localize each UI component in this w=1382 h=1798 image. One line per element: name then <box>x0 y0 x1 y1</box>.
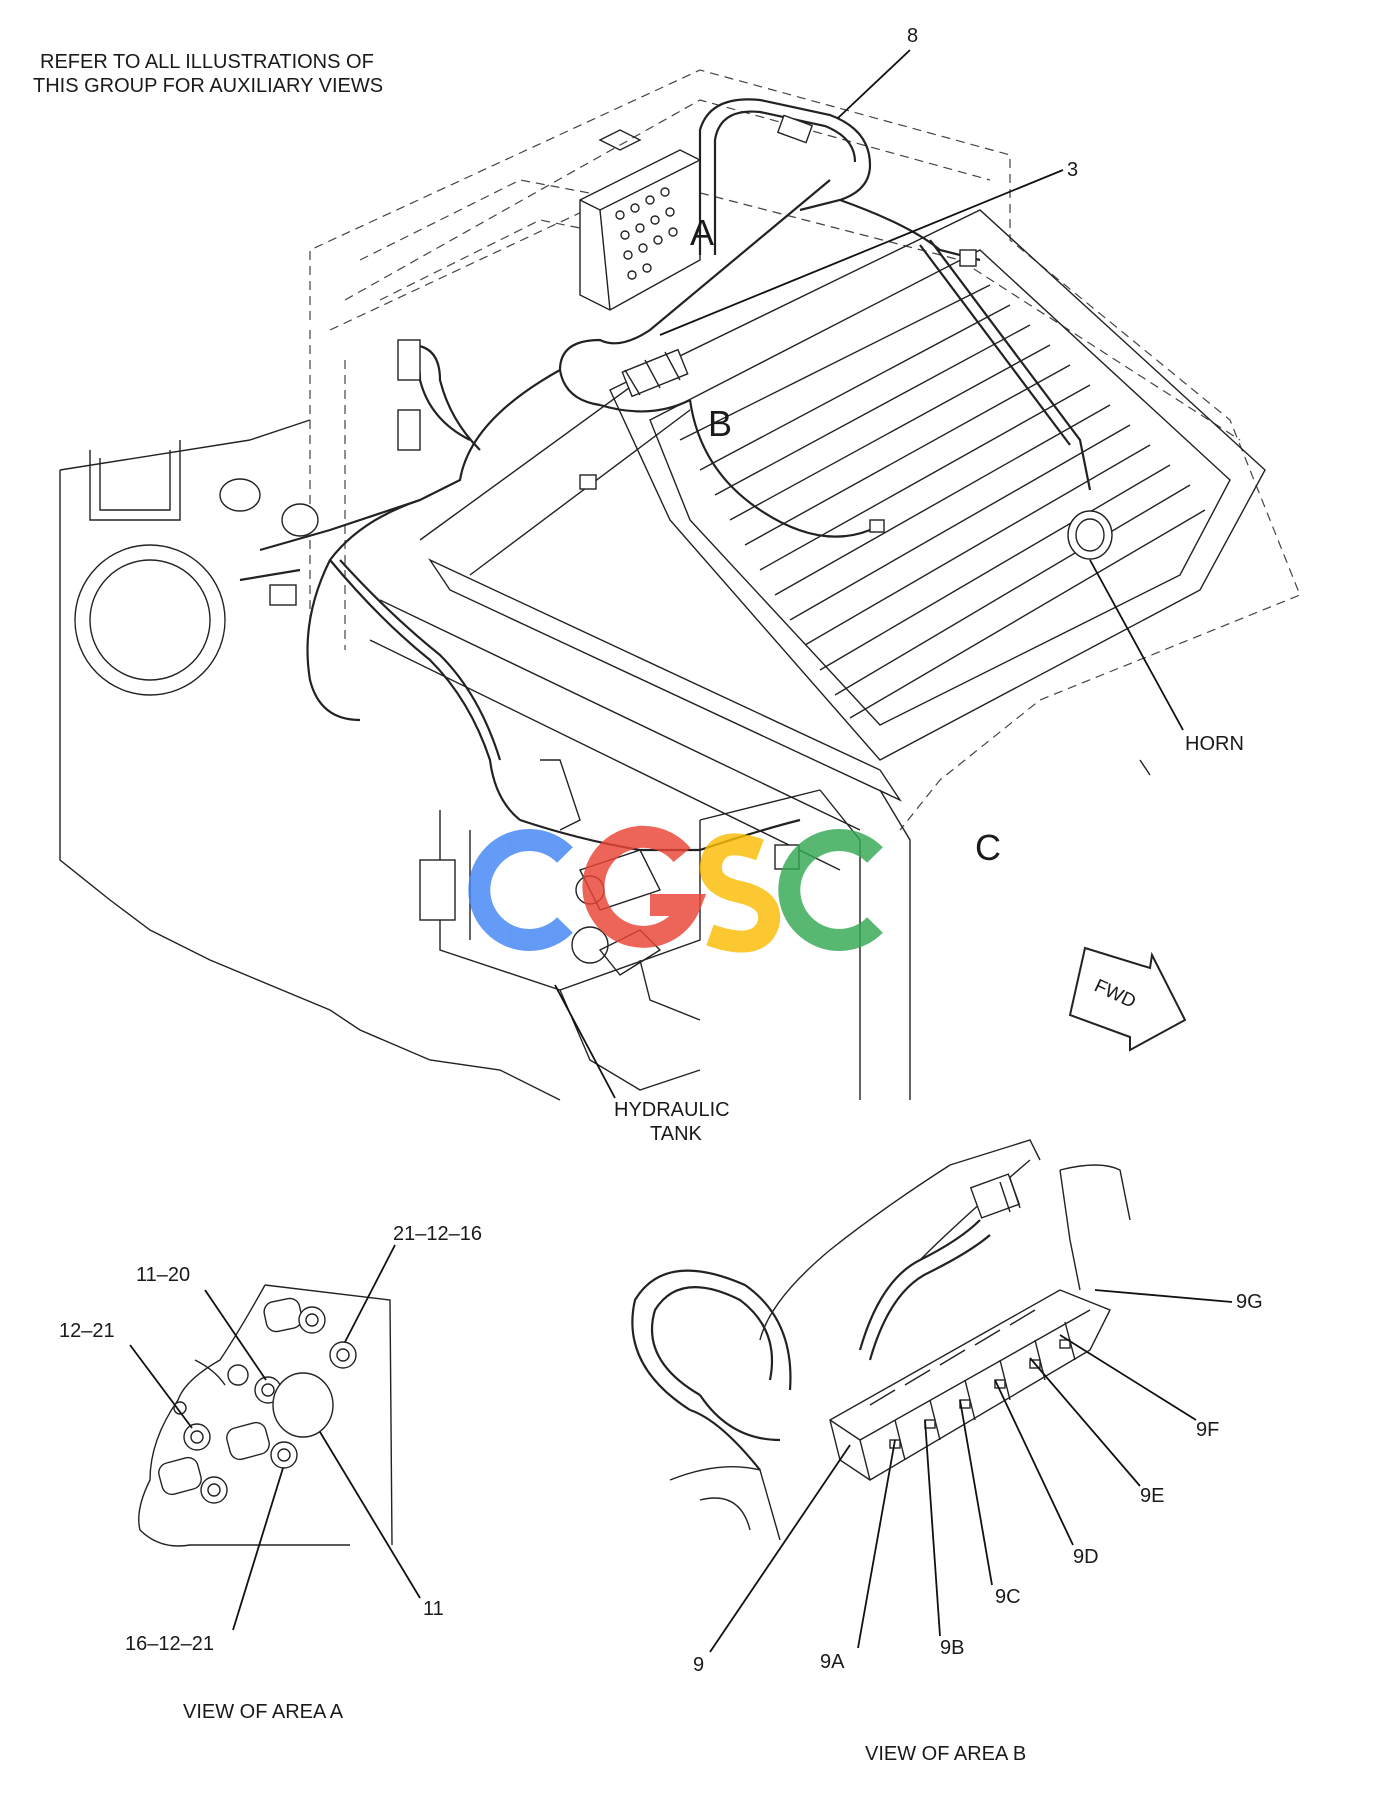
area-letter-b: B <box>708 403 732 444</box>
refer-note-line2: THIS GROUP FOR AUXILIARY VIEWS <box>33 75 383 97</box>
label-12-21: 12–21 <box>59 1320 115 1342</box>
leader-9f <box>1059 1334 1197 1421</box>
forward-arrow-icon: FWD <box>1068 946 1187 1052</box>
label-9b: 9B <box>940 1637 964 1659</box>
round-plate-11 <box>272 1372 334 1438</box>
leader-hydraulic-tank <box>554 984 616 1099</box>
leader-8 <box>837 49 911 119</box>
refer-note-line1: REFER TO ALL ILLUSTRATIONS OF <box>40 51 374 73</box>
view-b-title: VIEW OF AREA B <box>865 1743 1026 1765</box>
leader-horn <box>1089 559 1184 731</box>
cgsc-watermark-logo <box>468 825 883 953</box>
leader-9a <box>857 1439 896 1649</box>
leader-11 <box>319 1431 421 1599</box>
view-a-title: VIEW OF AREA A <box>183 1701 344 1723</box>
leader-9b <box>924 1419 941 1637</box>
area-letter-c: C <box>975 827 1001 868</box>
control-box-area-a <box>579 129 701 311</box>
horn <box>1067 510 1113 560</box>
label-9d: 9D <box>1073 1546 1099 1568</box>
view-of-area-b <box>631 1139 1131 1541</box>
leader-9 <box>709 1444 851 1653</box>
leader-16-12-21 <box>232 1467 284 1631</box>
leader-3 <box>659 169 1064 336</box>
callout-8: 8 <box>907 25 918 47</box>
leader-9e <box>1029 1357 1141 1487</box>
label-16-12-21: 16–12–21 <box>125 1633 214 1655</box>
view-of-area-a <box>138 1284 393 1547</box>
label-9g: 9G <box>1236 1291 1263 1313</box>
area-letter-a: A <box>690 212 714 253</box>
label-9a: 9A <box>820 1651 845 1673</box>
leader-9c <box>959 1399 993 1586</box>
label-9e: 9E <box>1140 1485 1164 1507</box>
label-11: 11 <box>423 1598 444 1620</box>
callout-horn: HORN <box>1185 733 1244 755</box>
label-9: 9 <box>693 1654 704 1676</box>
callout-3: 3 <box>1067 159 1078 181</box>
label-21-12-16: 21–12–16 <box>393 1223 482 1245</box>
callout-hydraulic-line2: TANK <box>650 1123 703 1145</box>
callout-hydraulic-line1: HYDRAULIC <box>614 1099 730 1121</box>
grille-slats <box>679 284 1206 719</box>
leader-12-21 <box>129 1344 193 1429</box>
label-9f: 9F <box>1196 1419 1219 1441</box>
label-11-20: 11–20 <box>136 1264 190 1286</box>
leader-9g <box>1094 1289 1233 1303</box>
leader-9d <box>994 1379 1074 1546</box>
machine-main-view <box>59 69 1301 1101</box>
leader-21-12-16 <box>344 1244 396 1343</box>
leader-11-20 <box>204 1289 267 1381</box>
wire-harness <box>239 98 1092 852</box>
label-9c: 9C <box>995 1586 1021 1608</box>
